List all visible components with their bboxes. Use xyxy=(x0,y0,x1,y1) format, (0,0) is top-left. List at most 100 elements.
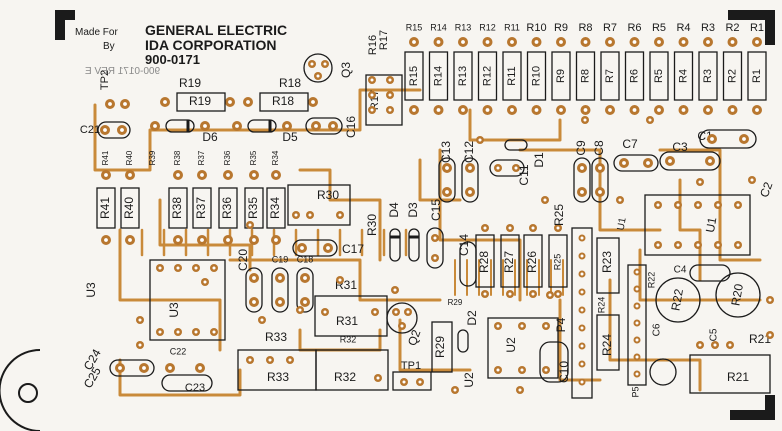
resistor-body xyxy=(431,321,453,373)
capacitor-body xyxy=(573,157,591,203)
resistor-label: R17 xyxy=(378,30,390,50)
diode-label: D3 xyxy=(406,202,420,218)
board-notch xyxy=(0,349,41,431)
resistor-body xyxy=(596,237,620,294)
mirror-text: 900-0171 REV E xyxy=(85,66,161,77)
pad-hole xyxy=(696,203,700,207)
pad-hole xyxy=(252,238,256,242)
pad-hole xyxy=(274,238,278,242)
pad-hole xyxy=(598,190,602,194)
diode-body xyxy=(457,329,469,353)
pad-hole xyxy=(580,190,584,194)
pad-hole xyxy=(288,358,292,362)
resistor-body xyxy=(218,187,238,229)
pad-hole xyxy=(412,40,416,44)
capacitor-label: C11 xyxy=(517,164,531,185)
pad-hole xyxy=(142,366,146,370)
resistor-label: R24 xyxy=(600,334,614,356)
pad-hole xyxy=(656,243,660,247)
capacitor-label: C4 xyxy=(674,265,687,276)
pad-hole xyxy=(580,344,584,348)
pad-hole xyxy=(580,272,584,276)
resistor-body xyxy=(428,51,449,101)
ic-body xyxy=(487,317,559,379)
pad-hole xyxy=(433,236,437,240)
corner-mark xyxy=(728,10,775,45)
pad-hole xyxy=(710,137,714,141)
resistor-ref-small: R29 xyxy=(448,298,463,307)
resistor-label: R26 xyxy=(525,251,539,273)
resistor-label: R19 xyxy=(189,94,211,108)
resistor-ref-small: R37 xyxy=(197,150,206,165)
pad-hole xyxy=(635,287,639,291)
pad-hole xyxy=(580,362,584,366)
pad-hole xyxy=(370,93,374,97)
copper-trace xyxy=(398,318,472,372)
pad-hole xyxy=(138,343,142,347)
pad-hole xyxy=(303,276,307,280)
resistor-body xyxy=(575,51,596,101)
resistor-body xyxy=(287,184,351,226)
pad-hole xyxy=(108,102,112,106)
capacitor-body xyxy=(426,227,444,269)
pad-hole xyxy=(388,108,392,112)
transistor-label: Q3 xyxy=(339,62,353,78)
resistor-body xyxy=(96,187,116,229)
pad-hole xyxy=(158,266,162,270)
resistor-ref: R18 xyxy=(279,76,301,90)
pad-hole xyxy=(436,40,441,44)
pad-hole xyxy=(583,40,588,44)
pad-hole xyxy=(436,108,441,112)
pad-hole xyxy=(755,108,759,112)
resistor-label: R37 xyxy=(194,197,208,219)
pad-hole xyxy=(200,173,204,177)
pad-hole xyxy=(235,124,239,128)
connector-label: P4 xyxy=(554,317,568,332)
capacitor-label: C22 xyxy=(170,346,187,356)
diode-body xyxy=(504,139,528,151)
capacitor-label: C5 xyxy=(709,328,720,341)
capacitor-body xyxy=(97,121,131,139)
pad-hole xyxy=(556,292,560,296)
resistor-ref-top: R3 xyxy=(701,22,715,34)
pad-hole xyxy=(648,118,652,122)
resistor-ref-top: R10 xyxy=(526,22,546,34)
copper-trace xyxy=(118,358,242,397)
capacitor-body xyxy=(461,157,479,203)
resistor-ref: R30 xyxy=(365,214,379,236)
pad-hole xyxy=(580,380,584,384)
capacitor-body xyxy=(438,157,456,203)
pad-hole xyxy=(226,173,230,177)
resistor-ref-top: R11 xyxy=(504,22,520,32)
pad-hole xyxy=(559,108,563,112)
pad-hole xyxy=(696,243,700,247)
pad-hole xyxy=(376,376,380,380)
pad-hole xyxy=(228,100,232,104)
pad-hole xyxy=(468,190,472,194)
copper-trace xyxy=(93,103,302,172)
resistor-label: R38 xyxy=(170,197,184,219)
resistor-ref-top: R9 xyxy=(554,22,568,34)
pad-hole xyxy=(104,238,108,242)
pad-hole xyxy=(138,318,142,322)
capacitor-body xyxy=(459,241,477,287)
resistor-body xyxy=(747,51,767,101)
diode-label: D6 xyxy=(202,130,218,144)
resistor-ref-top: R8 xyxy=(578,22,592,34)
resistor-label: R28 xyxy=(477,251,491,273)
pad-hole xyxy=(496,324,500,328)
ic-label: U1 xyxy=(703,216,720,234)
pad-hole xyxy=(176,266,180,270)
pad-hole xyxy=(260,318,264,322)
pad-hole xyxy=(716,243,720,247)
trimmer-body xyxy=(715,272,761,318)
pad-hole xyxy=(402,380,406,384)
resistor-ref: R25 xyxy=(552,204,566,226)
resistor-body xyxy=(551,51,571,101)
copper-trace xyxy=(298,168,382,262)
capacitor-body xyxy=(689,264,731,282)
pad-hole xyxy=(543,198,547,202)
pad-hole xyxy=(252,276,256,280)
capacitor-body xyxy=(296,267,314,313)
